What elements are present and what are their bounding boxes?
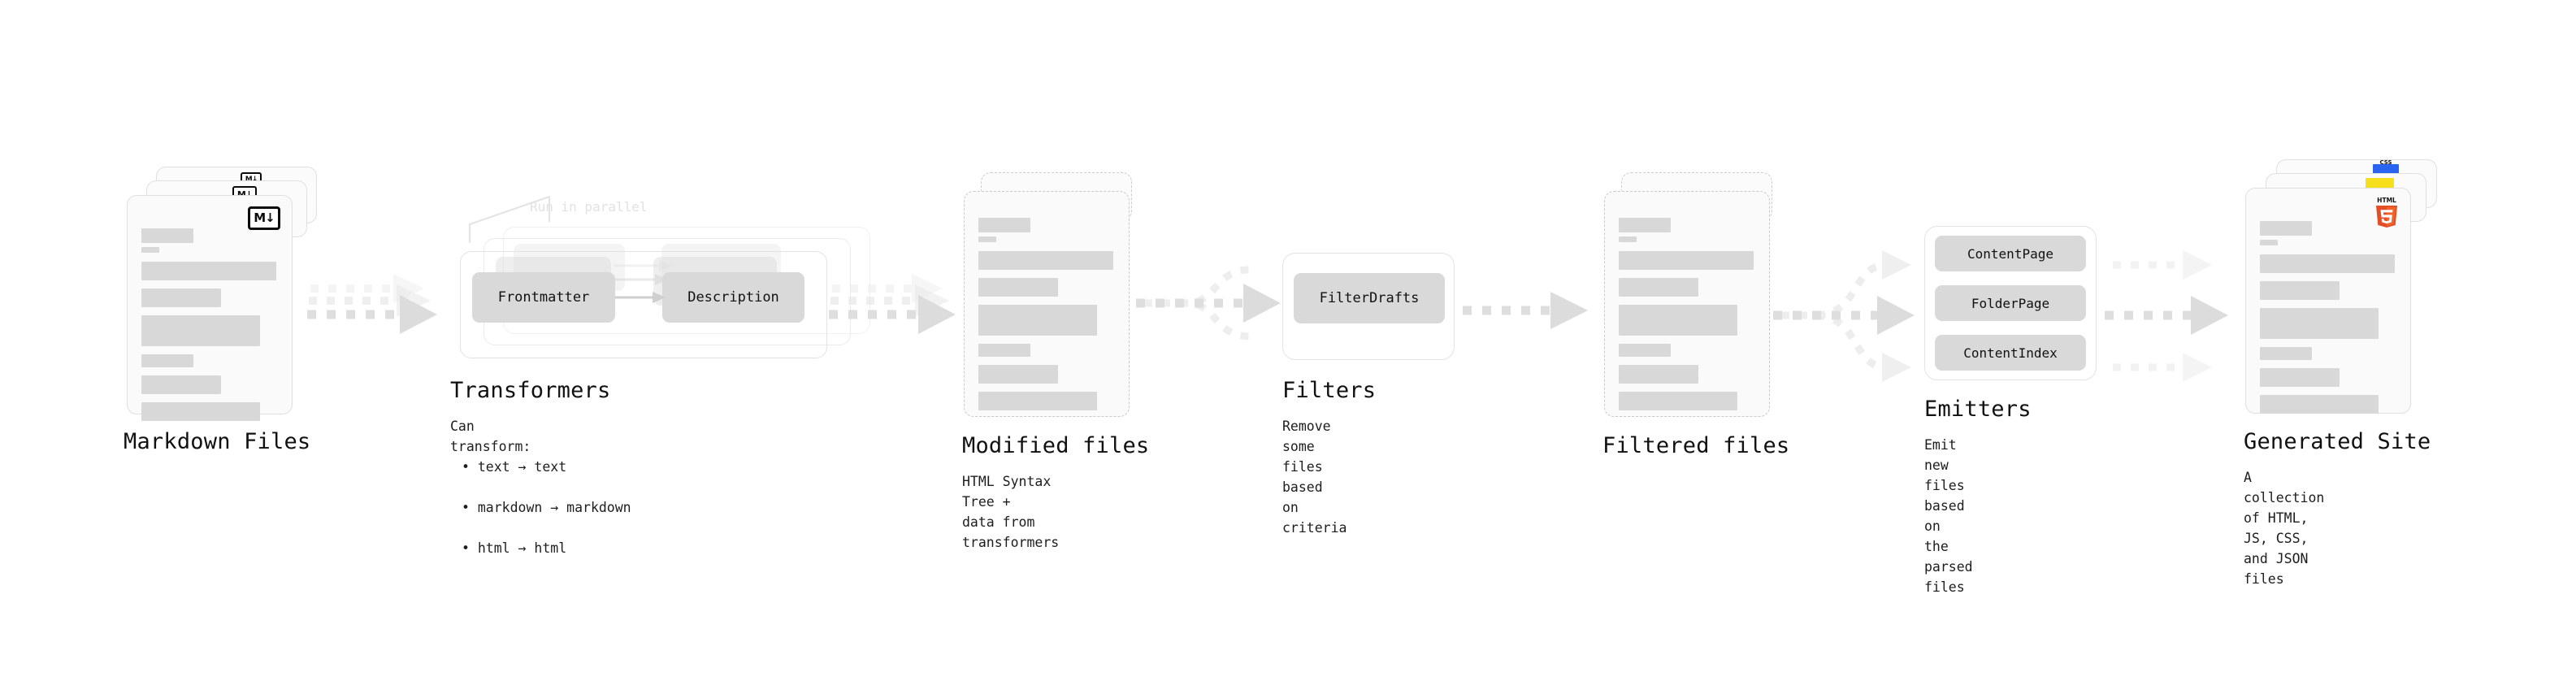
skeleton-bar xyxy=(141,228,193,243)
transformers-bullet-list: • text → text • markdown → markdown • ht… xyxy=(462,436,631,579)
skeleton-bar xyxy=(978,392,1097,410)
skeleton-bar xyxy=(141,262,276,280)
emitters-description: Emit new files based on the parsed files xyxy=(1924,437,1973,595)
skeleton-bar xyxy=(1619,344,1671,357)
skeleton-bar xyxy=(978,365,1058,384)
run-in-parallel-bracket xyxy=(468,195,551,244)
markdown-badge-label: M xyxy=(254,210,266,225)
markdown-files-title: Markdown Files xyxy=(124,429,311,454)
skeleton-bar xyxy=(1619,251,1754,270)
svg-text:HTML: HTML xyxy=(2377,197,2396,204)
emitters-title: Emitters xyxy=(1924,397,2032,422)
skeleton-bar xyxy=(1619,305,1737,336)
emitter-node-contentpage[interactable]: ContentPage xyxy=(1935,236,2086,271)
html5-icon: HTML xyxy=(2376,197,2397,228)
connector-modified-to-filters xyxy=(1136,266,1281,340)
transformers-title: Transformers xyxy=(450,378,611,403)
skeleton-bar xyxy=(1619,218,1671,232)
markdown-badge-mid-label: M xyxy=(237,190,246,199)
skeleton-bar xyxy=(1619,278,1698,297)
skeleton-bar xyxy=(978,305,1097,336)
skeleton-bar xyxy=(2260,347,2312,360)
transformer-node-frontmatter-label: Frontmatter xyxy=(497,289,590,306)
transformer-layer-front xyxy=(460,251,827,358)
markdown-skeleton-rows xyxy=(141,228,278,429)
transformers-bullet-item: • markdown → markdown xyxy=(462,500,631,515)
skeleton-bar xyxy=(978,344,1030,357)
filter-node-filterdrafts-label: FilterDrafts xyxy=(1319,290,1420,306)
skeleton-bar xyxy=(978,236,996,242)
transformer-arrow-back xyxy=(614,260,672,271)
transformers-description: Can transform: xyxy=(450,419,531,454)
site-skeleton-rows xyxy=(2260,221,2396,422)
connector-markdown-to-transformers xyxy=(307,274,437,334)
css3-icon-label: CSS xyxy=(2379,159,2392,166)
markdown-file-card: M↓ xyxy=(127,195,293,421)
skeleton-bar xyxy=(1619,236,1637,242)
run-in-parallel-label: Run in parallel xyxy=(530,199,648,215)
filtered-files-title: Filtered files xyxy=(1602,433,1790,458)
skeleton-bar xyxy=(1619,365,1698,384)
filters-description: Remove some files based on criteria xyxy=(1282,419,1347,536)
skeleton-bar xyxy=(141,402,260,421)
skeleton-bar xyxy=(2260,281,2340,300)
skeleton-bar xyxy=(978,218,1030,232)
filter-node-filterdrafts[interactable]: FilterDrafts xyxy=(1294,273,1445,323)
markdown-icon: M↓ xyxy=(248,206,280,230)
skeleton-bar xyxy=(141,375,221,394)
skeleton-bar xyxy=(141,354,193,367)
emitters-box xyxy=(1924,226,2097,380)
emitter-node-contentindex[interactable]: ContentIndex xyxy=(1935,335,2086,371)
transformer-node-frontmatter[interactable]: Frontmatter xyxy=(472,272,615,323)
emitter-node-folderpage-label: FolderPage xyxy=(1971,295,2050,311)
skeleton-bar xyxy=(978,251,1113,270)
transformer-arrow-mid xyxy=(609,274,668,285)
generated-site-card: HTML xyxy=(2245,188,2411,414)
emitter-node-folderpage[interactable]: FolderPage xyxy=(1935,285,2086,321)
skeleton-bar xyxy=(141,315,260,346)
connector-filtered-to-emitters xyxy=(1773,250,1915,382)
transformer-node-description-label: Description xyxy=(687,289,779,306)
skeleton-bar xyxy=(978,278,1058,297)
emitter-node-contentpage-label: ContentPage xyxy=(1967,245,2053,262)
filtered-file-card xyxy=(1604,191,1770,417)
skeleton-bar xyxy=(2260,395,2379,414)
skeleton-bar xyxy=(1619,392,1737,410)
modified-skeleton-rows xyxy=(978,218,1115,419)
skeleton-bar xyxy=(2260,221,2312,236)
modified-file-card xyxy=(964,191,1130,417)
modified-files-description: HTML Syntax Tree + data from transformer… xyxy=(962,474,1060,550)
skeleton-bar xyxy=(141,288,221,307)
filtered-skeleton-rows xyxy=(1619,218,1755,419)
css3-icon xyxy=(2373,164,2399,175)
generated-site-description: A collection of HTML, JS, CSS, and JSON … xyxy=(2244,470,2325,587)
transformers-bullet-item: • html → html xyxy=(462,540,567,556)
filters-title: Filters xyxy=(1282,378,1377,403)
modified-files-title: Modified files xyxy=(962,433,1150,458)
transformers-bullet-item: • text → text xyxy=(462,459,567,475)
markdown-badge-back-label: M xyxy=(245,175,253,184)
connector-filters-to-filtered xyxy=(1463,292,1588,329)
filters-box xyxy=(1282,253,1455,360)
skeleton-bar xyxy=(2260,368,2340,387)
generated-site-title: Generated Site xyxy=(2244,429,2431,454)
emitter-node-contentindex-label: ContentIndex xyxy=(1963,345,2058,361)
connector-transformers-to-modified xyxy=(829,274,956,334)
skeleton-bar xyxy=(2260,308,2379,339)
skeleton-bar xyxy=(2260,240,2278,245)
transformer-arrow-front xyxy=(615,292,666,303)
connector-emitters-to-site xyxy=(2105,250,2228,382)
skeleton-bar xyxy=(2260,254,2395,273)
skeleton-bar xyxy=(141,247,159,253)
transformer-node-description[interactable]: Description xyxy=(662,272,804,323)
